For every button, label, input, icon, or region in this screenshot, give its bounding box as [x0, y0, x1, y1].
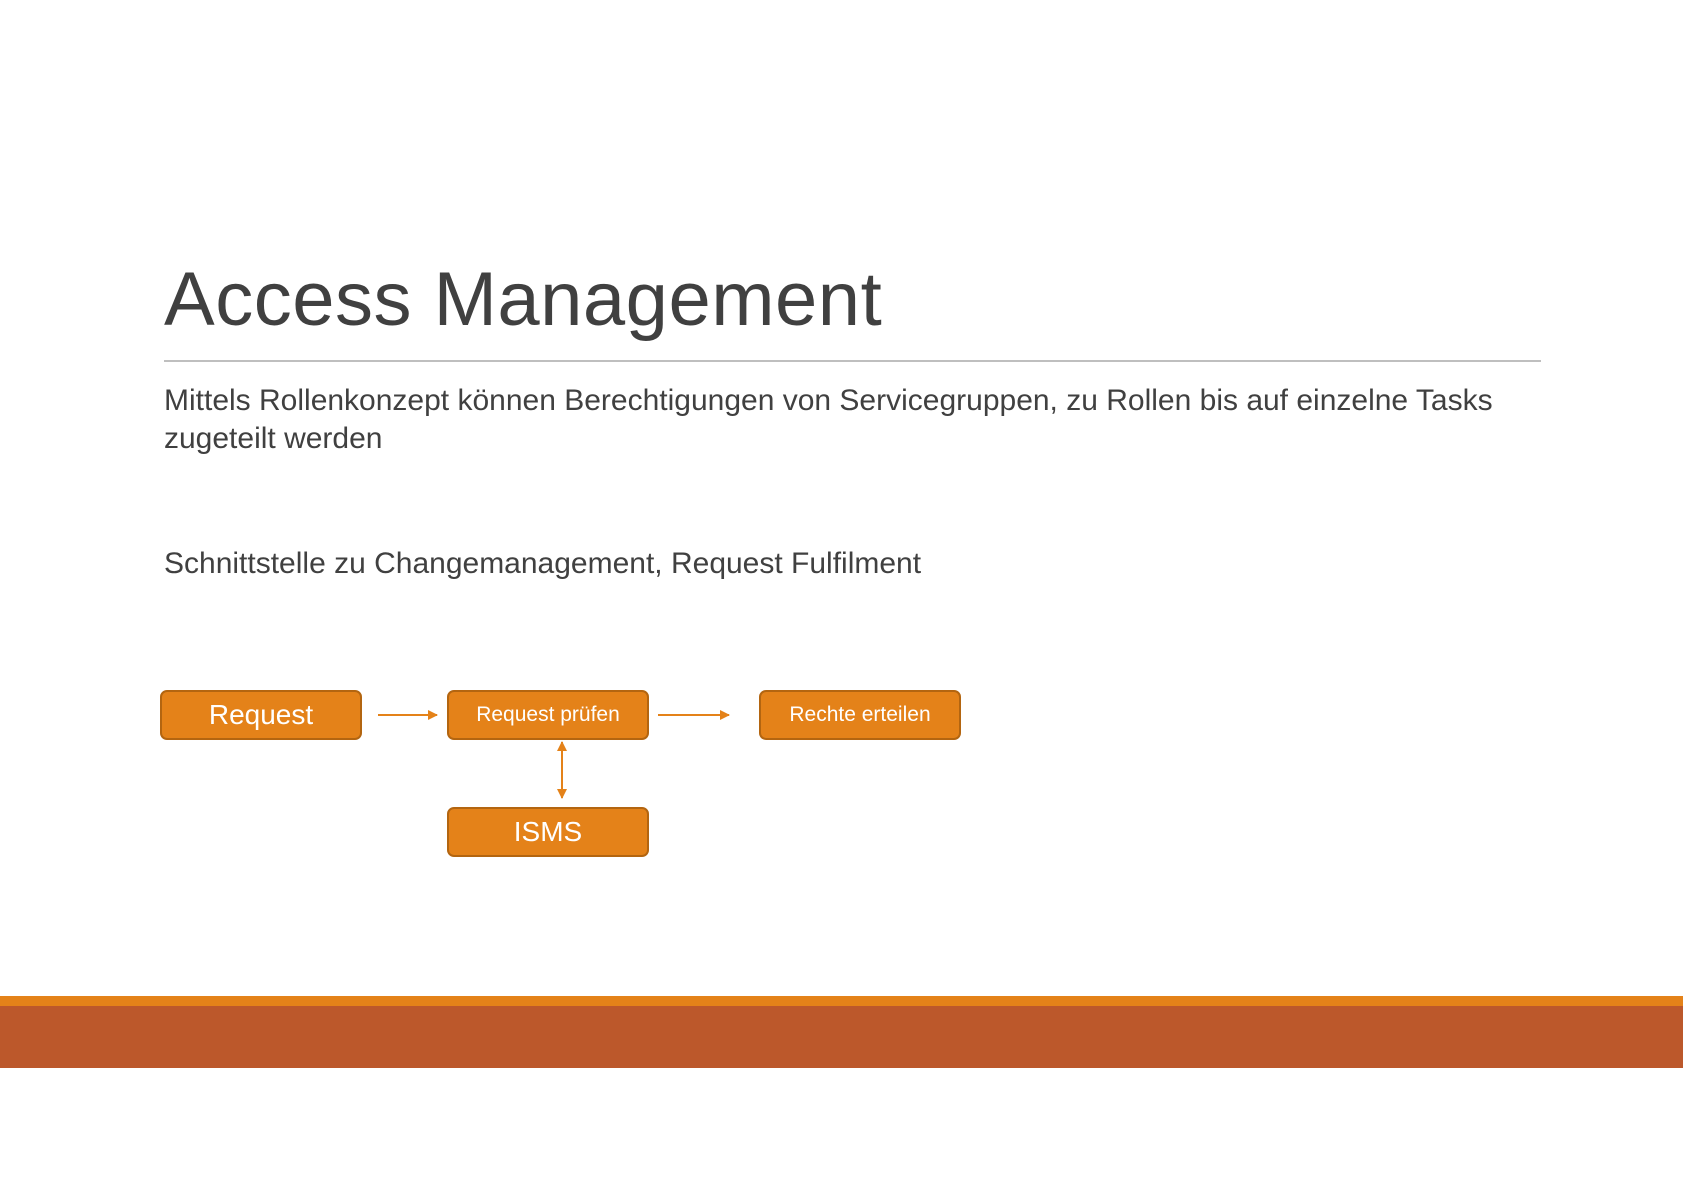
title-divider [164, 360, 1541, 362]
flow-node-request: Request [160, 690, 362, 740]
footer-band [0, 1006, 1683, 1068]
flow-node-request-pruefen: Request prüfen [447, 690, 649, 740]
flow-node-isms: ISMS [447, 807, 649, 857]
body-paragraph-roles: Mittels Rollenkonzept können Berechtigun… [164, 384, 1493, 455]
flow-node-rechte-erteilen: Rechte erteilen [759, 690, 961, 740]
body-paragraph-interfaces: Schnittstelle zu Changemanagement, Reque… [164, 547, 922, 580]
footer-band-accent [0, 996, 1683, 1006]
slide-title: Access Management [164, 257, 883, 342]
